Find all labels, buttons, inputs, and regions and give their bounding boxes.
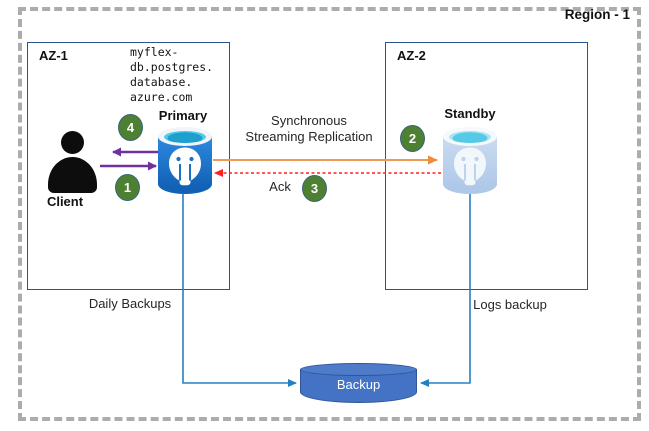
postgresql-elephant-icon: [169, 147, 201, 186]
standby-label: Standby: [444, 106, 496, 121]
step-badge-2: 2: [400, 125, 425, 152]
az1-box: AZ-1: [27, 42, 230, 290]
cylinder-top: [164, 130, 206, 143]
postgresql-elephant-icon: [454, 147, 486, 186]
ack-label: Ack: [269, 179, 291, 194]
logs-backup-label: Logs backup: [473, 297, 547, 312]
server-hostname: myflex- db.postgres. database. azure.com: [130, 45, 214, 104]
person-icon-body: [48, 157, 97, 193]
region-boundary: [18, 7, 641, 421]
backup-label: Backup: [336, 377, 381, 392]
primary-label: Primary: [158, 108, 208, 123]
primary-postgresql-database-icon: [158, 127, 212, 194]
az2-label: AZ-2: [397, 48, 426, 63]
step-badge-3: 3: [302, 175, 327, 202]
backup-cylinder-top: [300, 363, 417, 376]
client-label: Client: [46, 194, 84, 209]
replication-label: Synchronous Streaming Replication: [245, 113, 373, 144]
standby-postgresql-database-icon: [443, 127, 497, 194]
daily-backups-label: Daily Backups: [88, 296, 172, 311]
cylinder-top: [449, 130, 491, 143]
person-icon: [61, 131, 84, 154]
step-badge-4: 4: [118, 114, 143, 141]
step-badge-1: 1: [115, 174, 140, 201]
region-label: Region - 1: [564, 7, 630, 22]
backup-storage-icon: Backup: [300, 363, 417, 403]
az2-box: AZ-2: [385, 42, 588, 290]
az1-label: AZ-1: [39, 48, 68, 63]
